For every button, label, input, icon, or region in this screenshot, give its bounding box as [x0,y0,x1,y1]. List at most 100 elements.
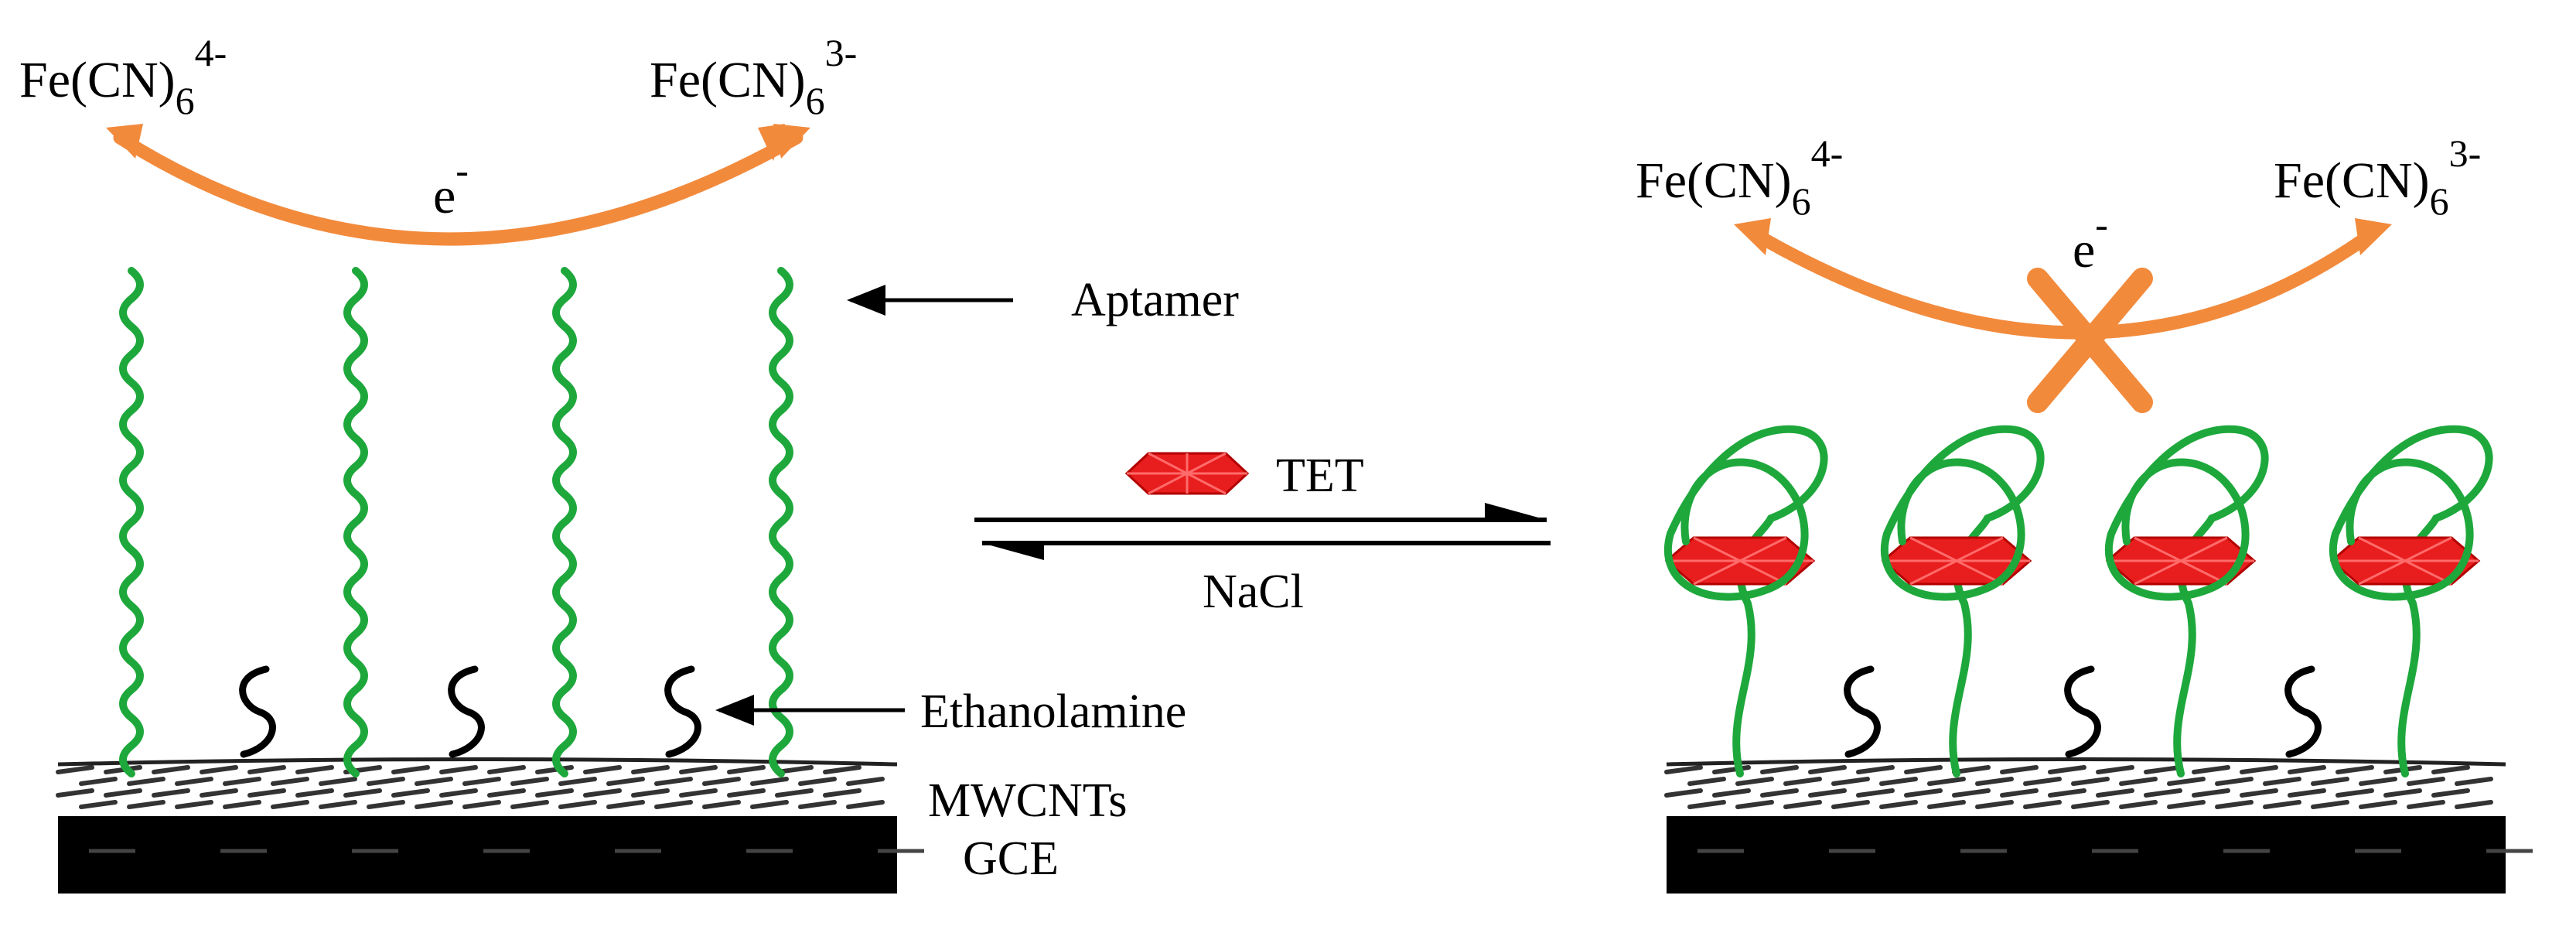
nanotube [679,765,718,774]
aptamer-target-complex [1663,425,1828,777]
ethanolamine-label: Ethanolamine [920,685,1186,738]
nanotube [223,800,261,809]
nanotube [2000,788,2039,798]
nanotube [2192,765,2230,774]
nanotube [271,777,309,786]
nanotube [1831,800,1870,809]
nanotube [583,788,622,798]
nanotube [367,800,405,809]
left-aptamers [119,267,793,777]
nanotube [823,765,862,774]
ethanolamine-strand [2064,665,2101,758]
nanotube [606,800,645,809]
nanotube [1783,777,1822,786]
nanotube [1735,777,1774,786]
nanotube [439,788,478,798]
nanotube [2335,788,2374,798]
forward-label: TET [1276,449,1364,502]
nanotube [391,765,430,774]
nanotube [654,777,693,786]
nanotube [2071,777,2110,786]
nanotube [2096,788,2134,798]
nanotube [2335,765,2374,774]
nanotube [775,788,814,798]
nanotube [654,800,693,809]
equilibrium-arrows: TET NaCl [974,449,1551,618]
aptamer-strand [343,267,368,777]
mwcnt-top-edge [1666,757,2506,767]
nanotube [2359,777,2397,786]
nanotube [152,788,190,798]
nanotube [2167,777,2206,786]
nanotube [1735,800,1774,809]
gce-label: GCE [963,832,1059,885]
nanotube [1712,788,1751,798]
nanotube [1664,788,1703,798]
nanotube [2455,777,2493,786]
nanotube [56,788,94,798]
aptamer-loop [1663,425,1828,601]
mwcnts-label: MWCNTs [928,774,1127,827]
nanotube [2023,777,2062,786]
nanotube [1975,777,2014,786]
nanotube [1783,800,1822,809]
nanotube [1856,788,1895,798]
aptamer-label: Aptamer [1071,274,1239,326]
nanotube [798,800,837,809]
nanotube [1975,800,2014,809]
nanotube [367,777,405,786]
nanotube [2023,800,2062,809]
nanotube [2048,765,2086,774]
right-reactant-label: Fe(CN)64- [1636,132,1843,223]
left-panel: Fe(CN)64- Fe(CN)63- e- [19,31,924,894]
nanotube [391,788,430,798]
nanotube [2431,765,2470,774]
nanotube [127,800,165,809]
nanotube [2288,765,2326,774]
ethanolamine-strand [664,665,701,758]
right-electron-label: e- [2073,203,2108,278]
left-arrowhead-left [106,124,143,159]
nanotube [1760,765,1799,774]
nanotube [823,788,862,798]
nanotube [2167,800,2206,809]
nanotube [2240,765,2278,774]
aptamer-loop [1880,425,2045,601]
left-ethanolamines [239,665,701,758]
blocked-x-icon [2027,268,2153,413]
nanotube [200,788,238,798]
nanotube [2119,800,2158,809]
nanotube [535,765,574,774]
nanotube [56,765,94,774]
nanotube [1927,800,1966,809]
nanotube [583,765,622,774]
nanotube [798,777,837,786]
nanotube [1760,788,1799,798]
nanotube [271,800,309,809]
nanotube [1687,777,1726,786]
right-gce-electrode [1667,816,2506,894]
nanotube [200,765,238,774]
nanotube [2071,800,2110,809]
nanotube [2431,788,2470,798]
forward-arrow-head [1485,503,1547,520]
nanotube [2240,788,2278,798]
aptamer-target-complex [2104,425,2269,777]
tet-facets [2107,536,2254,586]
aptamer-target-complex [1880,425,2045,777]
nanotube [415,777,453,786]
nanotube [1808,765,1847,774]
nanotube [2263,777,2301,786]
nanotube [127,777,165,786]
nanotube [727,788,766,798]
nanotube [558,777,597,786]
ethanolamine-strand [448,665,485,758]
nanotube [79,777,118,786]
nanotube [2311,777,2349,786]
nanotube [1687,800,1726,809]
left-gce-electrode [58,816,897,894]
nanotube [2407,777,2445,786]
right-arrowhead-left [1734,218,1771,255]
nanotube [2455,800,2493,809]
right-panel: Fe(CN)64- Fe(CN)63- e- [1636,132,2533,894]
